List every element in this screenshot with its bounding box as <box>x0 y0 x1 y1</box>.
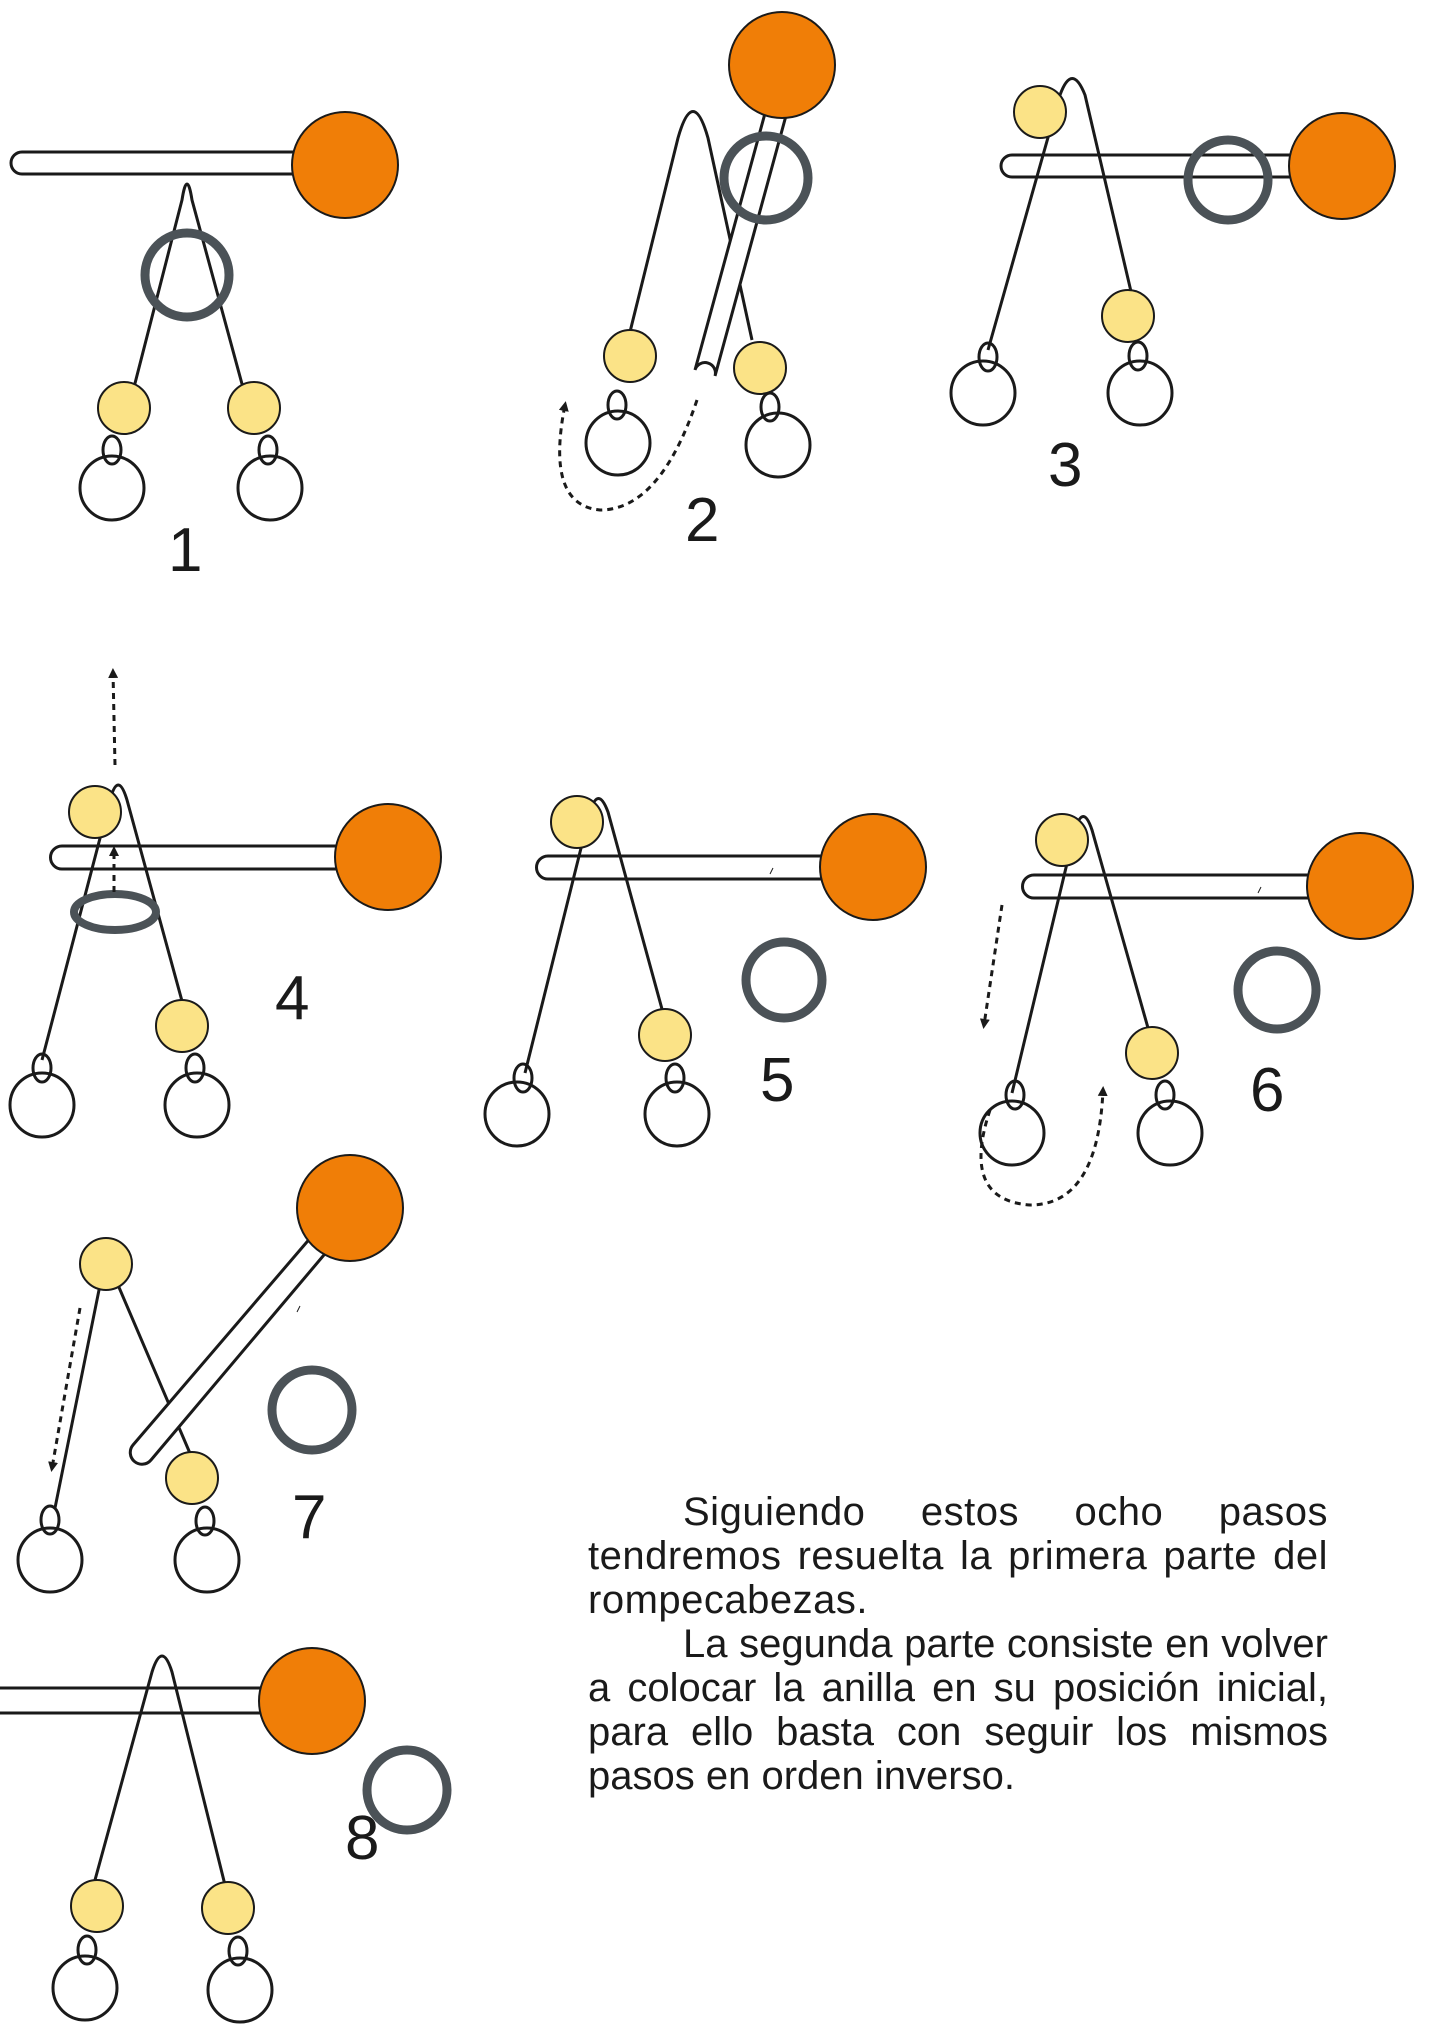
ring <box>267 1365 357 1455</box>
end-ring <box>16 1526 84 1594</box>
stick <box>1021 873 1318 900</box>
ring <box>70 890 160 934</box>
bead <box>155 999 209 1053</box>
stick-ball <box>291 111 399 219</box>
bead <box>165 1451 219 1505</box>
bead <box>201 1881 255 1935</box>
dashed-arrow <box>979 904 1004 1029</box>
step-7-figure <box>16 1154 404 1594</box>
stick-ball <box>258 1647 366 1755</box>
stick <box>999 153 1300 179</box>
dashed-arrow <box>979 1086 1108 1207</box>
step-3-number: 3 <box>1048 431 1083 500</box>
string-loop <box>130 182 247 396</box>
end-ring <box>483 1080 551 1148</box>
bead <box>638 1008 692 1062</box>
bead <box>603 329 657 383</box>
stick-ball <box>728 11 836 119</box>
step-4-figure <box>8 668 442 1139</box>
end-ring <box>78 454 146 522</box>
stick-ball <box>1306 832 1414 940</box>
step-8-figure <box>0 1647 452 2024</box>
end-ring <box>236 454 304 522</box>
stick <box>9 150 300 176</box>
step-8-number: 8 <box>345 1804 380 1873</box>
end-ring <box>978 1099 1046 1167</box>
stick-ball <box>819 813 927 921</box>
step-1-number: 1 <box>168 516 203 585</box>
bead <box>1013 85 1067 139</box>
end-ring <box>8 1071 76 1139</box>
end-ring <box>744 411 812 479</box>
bead <box>1125 1026 1179 1080</box>
bead <box>733 341 787 395</box>
ring <box>719 131 813 225</box>
stick <box>535 854 832 881</box>
bead <box>68 785 122 839</box>
bead <box>1101 289 1155 343</box>
step-3-figure <box>949 77 1396 427</box>
ring <box>1183 135 1273 225</box>
step-7-number: 7 <box>292 1483 327 1552</box>
end-ring <box>1136 1099 1204 1167</box>
step-4-number: 4 <box>275 964 310 1033</box>
bead <box>227 381 281 435</box>
step-6-figure <box>978 813 1414 1207</box>
instructions-caption: Siguiendo estos ocho pasos tendremos res… <box>588 1490 1328 1798</box>
bead <box>79 1237 133 1291</box>
string-loop <box>626 110 754 341</box>
bead <box>97 381 151 435</box>
step-5-number: 5 <box>760 1046 795 1115</box>
stick-ball <box>296 1154 404 1262</box>
step-6-number: 6 <box>1250 1056 1285 1125</box>
stick <box>693 94 792 377</box>
ring <box>140 228 234 322</box>
step-1-figure <box>9 111 399 522</box>
bead <box>1035 813 1089 867</box>
end-ring <box>51 1954 119 2022</box>
bead <box>550 795 604 849</box>
ring <box>362 1745 452 1835</box>
stick-ball <box>334 803 442 911</box>
end-ring <box>584 409 652 477</box>
ring <box>1233 946 1321 1034</box>
stick-ball <box>1288 112 1396 220</box>
string-loop <box>93 1654 227 1886</box>
ring <box>741 937 827 1023</box>
bead <box>70 1879 124 1933</box>
end-ring <box>163 1071 231 1139</box>
step-5-figure <box>483 795 927 1148</box>
end-ring <box>949 359 1017 427</box>
caption-paragraph-1: Siguiendo estos ocho pasos tendremos res… <box>588 1490 1328 1622</box>
end-ring <box>173 1526 241 1594</box>
stick <box>49 844 345 871</box>
end-ring <box>643 1080 711 1148</box>
stick <box>128 1214 347 1466</box>
caption-paragraph-2: La segunda parte consiste en volver a co… <box>588 1622 1328 1798</box>
dashed-arrow <box>108 668 119 766</box>
end-ring <box>1106 359 1174 427</box>
step-2-number: 2 <box>685 486 720 555</box>
dashed-arrow <box>558 399 699 512</box>
end-ring <box>206 1956 274 2024</box>
step-2-figure <box>558 11 836 512</box>
dashed-arrow <box>48 1307 82 1472</box>
